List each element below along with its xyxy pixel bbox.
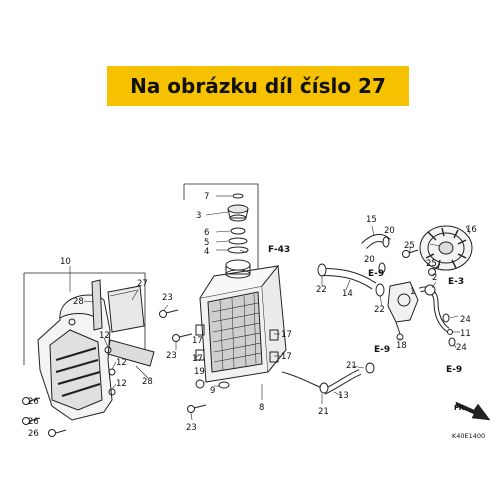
callout-7: 7: [204, 192, 209, 202]
callout-26-c: 26: [28, 429, 39, 439]
callout-20-b: 20: [364, 255, 375, 265]
callout-22-a: 22: [316, 285, 327, 295]
callout-15: 15: [366, 215, 377, 225]
callout-21-b: 21: [318, 407, 329, 417]
callout-23-b: 23: [166, 351, 177, 361]
hose-clamp-22-a: [317, 263, 327, 277]
ref-e9-a: E-9: [368, 269, 384, 279]
bolt-25-b: [428, 268, 436, 276]
front-label: FR.: [454, 404, 467, 412]
callout-26-b: 26: [28, 417, 39, 427]
sponge-panel: [107, 285, 145, 333]
front-arrow-icon: FR.: [454, 401, 491, 421]
callout-12-a: 12: [99, 331, 110, 341]
callout-10: 10: [60, 257, 71, 267]
cooling-fan-16: [419, 225, 473, 271]
callout-6: 6: [204, 228, 209, 238]
callout-24-a: 24: [460, 315, 471, 325]
radiator-core: [199, 264, 287, 383]
callout-9: 9: [210, 386, 215, 396]
callout-27: 27: [137, 279, 148, 289]
diagram-code: K40E1400: [452, 432, 485, 440]
callout-19: 19: [194, 367, 205, 377]
callout-21-a: 21: [346, 361, 357, 371]
callout-5: 5: [204, 238, 209, 248]
hose-clamp-21-b: [365, 362, 375, 374]
o-ring-2: [424, 284, 436, 296]
callout-12-b: 12: [116, 358, 127, 368]
drain-plug-19: [195, 379, 205, 389]
sponge-panel-edge: [109, 289, 139, 297]
radiator-cap-3: [227, 204, 249, 222]
hose-clamp-22-b: [375, 283, 385, 297]
callout-16: 16: [466, 225, 477, 235]
callout-13: 13: [338, 391, 349, 401]
water-pipe-joint: [387, 281, 419, 341]
callout-28-a: 28: [73, 297, 84, 307]
clamp-24-b: [448, 337, 456, 347]
ref-e9-b: E-9: [446, 365, 462, 375]
banner-text: Na obrázku díl číslo 27: [130, 74, 386, 98]
bolt-26-set: [22, 397, 67, 437]
rubber-mounts-17: [195, 324, 279, 363]
leader-lines: [69, 195, 471, 421]
callout-4: 4: [204, 247, 209, 257]
bolt-23-set: [159, 309, 207, 413]
hose-clamp-21-a: [319, 382, 329, 394]
hose-clamp-20-a: [382, 236, 390, 248]
clamp-24-a: [442, 313, 450, 323]
foam-strip-horizontal: [107, 339, 155, 367]
callout-8: 8: [259, 403, 264, 413]
part-banner: Na obrázku díl číslo 27: [107, 66, 409, 106]
callout-23-a: 23: [162, 293, 173, 303]
callout-17-a: 17: [192, 336, 203, 346]
callout-11: 11: [460, 329, 471, 339]
callout-25-a: 25: [404, 241, 415, 251]
callout-18: 18: [396, 341, 407, 351]
callout-25-b: 25: [426, 259, 437, 269]
o-ring-5: [228, 237, 248, 245]
foam-strip-vertical: [91, 279, 103, 331]
hose-clamp-20-b: [378, 262, 386, 274]
ref-e3: E-3: [448, 277, 464, 287]
callout-17-d: 17: [281, 352, 292, 362]
callout-14: 14: [342, 289, 353, 299]
callout-17-c: 17: [281, 330, 292, 340]
callout-17-b: 17: [192, 354, 203, 364]
callout-26-a: 26: [28, 397, 39, 407]
o-ring-11: [447, 329, 453, 335]
o-ring-6: [230, 227, 246, 235]
bolt-25-a: [402, 250, 410, 258]
callout-20-a: 20: [384, 226, 395, 236]
callout-1: 1: [410, 287, 415, 297]
callout-28-b: 28: [142, 377, 153, 387]
callout-3: 3: [196, 211, 201, 221]
cap-seal-7: [232, 193, 244, 199]
radiator-filler-neck: [225, 259, 251, 279]
callout-2: 2: [432, 273, 437, 283]
callout-12-c: 12: [116, 379, 127, 389]
ref-f43: F-43: [268, 245, 290, 255]
callout-23-c: 23: [186, 423, 197, 433]
callout-22-b: 22: [374, 305, 385, 315]
callout-24-b: 24: [456, 343, 467, 353]
ref-e9-c: E-9: [374, 345, 390, 355]
cover-bracket-frame: [24, 272, 146, 365]
washer-9: [218, 381, 230, 389]
hose-13-upper-clamp-line: [281, 371, 323, 389]
